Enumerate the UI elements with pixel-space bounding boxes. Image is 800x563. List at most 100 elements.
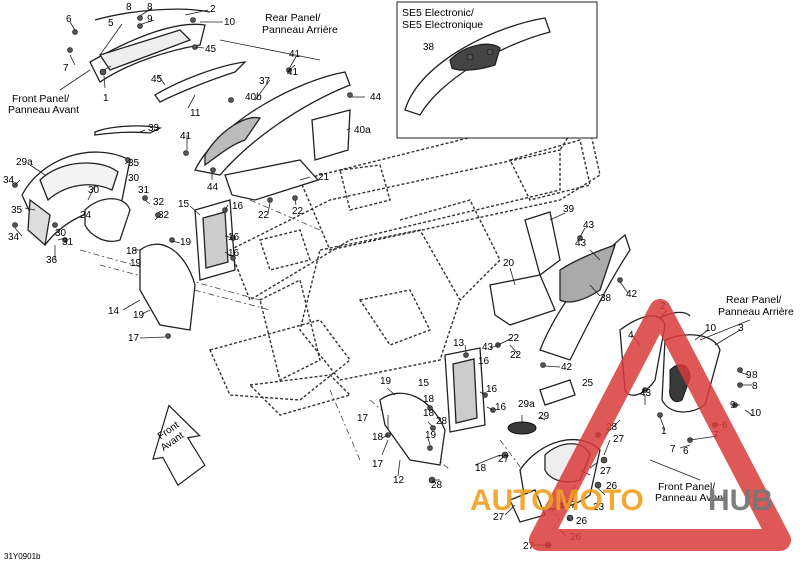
callout: 27 [493,512,505,523]
part-25 [539,379,576,406]
callout: 17 [357,413,369,424]
callout: 16 [228,232,240,243]
callout: 7 [670,444,676,455]
callout: 13 [453,338,465,349]
callout: 2 [210,4,216,15]
se5-label-1: SE5 Electronic/ [402,7,474,19]
callout: 29 [538,411,550,422]
callout: 16 [228,248,240,259]
callout: 30 [88,185,100,196]
callout: 15 [418,378,430,389]
watermark: AUTOMOTO HUB [470,299,791,551]
front-panel-label-bottom-1: Front Panel/ [658,481,715,493]
front-panel-left-assembly [21,151,131,247]
rear-panel-label-top-1: Rear Panel/ [265,12,321,24]
callout: 16 [486,384,498,395]
se5-label-2: SE5 Electronique [402,19,483,31]
callout: 30 [128,173,140,184]
panel-labels: Rear Panel/ Panneau Arrière Front Panel/… [4,7,794,561]
part-40a [194,71,351,176]
callout: 22 [258,210,270,221]
callout: 34 [8,232,20,243]
part-15 [194,199,236,281]
callout: 7 [63,63,69,74]
callout: 27 [498,454,510,465]
part-41 [311,109,351,161]
callout: 35 [128,158,140,169]
callout: 18 [372,432,384,443]
callout: 31 [62,237,74,248]
callout: 28 [431,480,443,491]
callout: 27 [613,434,625,445]
callout: 1 [661,426,667,437]
callout: 42 [626,289,638,300]
callout: 27 [523,541,535,552]
watermark-text-1: AUTOMOTO [470,484,644,517]
callout: 43 [583,220,595,231]
callout: 17 [372,459,384,470]
callout: 16 [232,201,244,212]
front-panel-label-left-2: Panneau Avant [8,104,79,116]
callout: 19 [380,376,392,387]
rear-panel-label-top-2: Panneau Arrière [262,24,338,36]
callout: 18 [423,408,435,419]
callout: 24 [80,210,92,221]
part-34 [94,125,162,136]
callout: 30 [55,228,67,239]
callout: 22 [292,206,304,217]
callout: 26 [576,516,588,527]
callout: 29a [518,399,535,410]
rear-panel-label-right-1: Rear Panel/ [726,294,782,306]
callout: 41 [289,49,301,60]
callout: 37 [259,76,271,87]
callout: 4 [628,330,634,341]
callout: 45 [205,44,217,55]
callout: 19 [425,430,437,441]
callout: 43 [640,388,652,399]
callout: 10 [705,323,717,334]
callout: 36 [46,255,58,266]
part-39 [524,211,561,277]
callout: 18 [475,463,487,474]
front-panel-label-bottom-2: Panneau Avant [655,492,726,504]
callout: 43 [575,238,587,249]
callout: 40b [245,92,262,103]
callout: 15 [178,199,190,210]
callout: 16 [478,356,490,367]
callout: 8 [126,2,132,13]
callout: 38 [423,42,435,53]
part-21 [224,159,320,201]
callout: 44 [370,92,382,103]
front-panel-label-left-1: Front Panel/ [12,93,69,105]
callout: 18 [423,394,435,405]
callout: 22 [510,350,522,361]
part-13 [444,347,486,433]
callout: 27 [565,500,577,511]
rear-panel-top-assembly [89,8,247,103]
callout: 9 [147,14,153,25]
part-38 [539,233,631,361]
callout: 19 [180,237,192,248]
callout: 42 [561,362,573,373]
callout: 5 [108,18,114,29]
callout: 1 [103,93,109,104]
callout: 33 [148,123,160,134]
callout-numbers: 6 5 8 8 9 2 10 45 7 1 45 11 33 41 41 37 … [3,2,762,552]
callout: 23 [593,502,605,513]
callout: 3 [738,323,744,334]
callout: 39 [563,204,575,215]
callout: 19 [130,258,142,269]
callout: 17 [128,333,140,344]
callout: 9 [730,400,736,411]
callout: 9 [746,370,752,381]
callout: 28 [606,422,618,433]
callout: 32 [153,197,165,208]
callout: 44 [207,182,219,193]
callout: 21 [318,172,330,183]
callout: 28 [436,416,448,427]
callout: 8 [147,2,153,13]
callout: 35 [11,205,23,216]
callout: 27 [600,466,612,477]
callout: 41 [287,67,299,78]
